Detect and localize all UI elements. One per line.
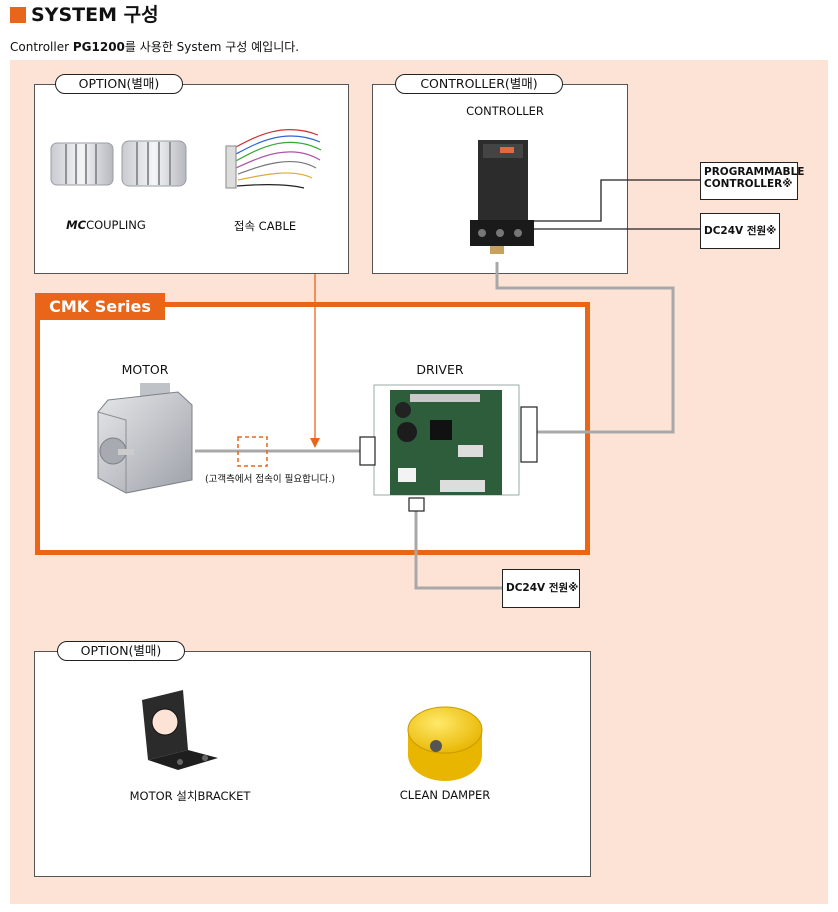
wire-driver-to-power — [414, 510, 502, 590]
coupling-brand: MC — [66, 218, 87, 232]
plc-label-line2: CONTROLLER※ — [704, 178, 793, 190]
subtitle-suffix: 를 사용한 System 구성 예입니다. — [124, 40, 300, 54]
power-supply-bottom-box: DC24V 전원※ — [502, 569, 580, 608]
motor-label: MOTOR — [121, 362, 169, 377]
power-supply-top-box: DC24V 전원※ — [700, 213, 780, 249]
coupling-name: COUPLING — [86, 218, 146, 232]
controller-device-icon — [470, 140, 534, 254]
wires — [195, 262, 675, 590]
controller-group-label: CONTROLLER(별매) — [395, 74, 563, 94]
title-accent-square — [10, 7, 26, 23]
programmable-controller-box: PROGRAMMABLE CONTROLLER※ — [700, 162, 805, 200]
line-to-plc — [532, 179, 700, 222]
motor-icon — [97, 383, 193, 494]
option-bottom-label: OPTION(별매) — [57, 641, 185, 661]
clean-damper-icon — [407, 706, 483, 781]
page-title: SYSTEM 구성 — [31, 4, 159, 26]
driver-label: DRIVER — [416, 362, 464, 377]
connection-point-marker — [237, 436, 268, 467]
subtitle-prefix: Controller — [10, 40, 73, 54]
bracket-label: MOTOR 설치BRACKET — [129, 789, 251, 803]
damper-label: CLEAN DAMPER — [399, 788, 491, 802]
page-subtitle: Controller PG1200를 사용한 System 구성 예입니다. — [10, 39, 299, 55]
plc-label-line1: PROGRAMMABLE — [704, 166, 805, 178]
coupling-label: MCCOUPLING — [56, 218, 156, 232]
subtitle-model: PG1200 — [72, 40, 125, 54]
connection-note: (고객측에서 접속이 필요합니다.) — [204, 474, 336, 485]
controller-device-label: CONTROLLER — [466, 104, 544, 118]
option-bottom-box — [34, 651, 591, 877]
cmk-series-badge: CMK Series — [35, 293, 165, 320]
cable-label: 접속 CABLE — [233, 219, 297, 233]
driver-power-connector — [408, 497, 425, 512]
option-top-label: OPTION(별매) — [55, 74, 183, 94]
motor-bracket-icon — [142, 690, 218, 770]
driver-motor-connector — [359, 436, 376, 466]
controller-signal-lines — [532, 179, 700, 230]
driver-controller-connector — [520, 406, 538, 463]
coupling-icon — [50, 140, 187, 187]
driver-board-icon — [373, 384, 520, 496]
cable-arrow — [310, 274, 320, 448]
cable-bundle-icon — [225, 129, 322, 189]
wire-controller-to-driver — [495, 262, 675, 434]
